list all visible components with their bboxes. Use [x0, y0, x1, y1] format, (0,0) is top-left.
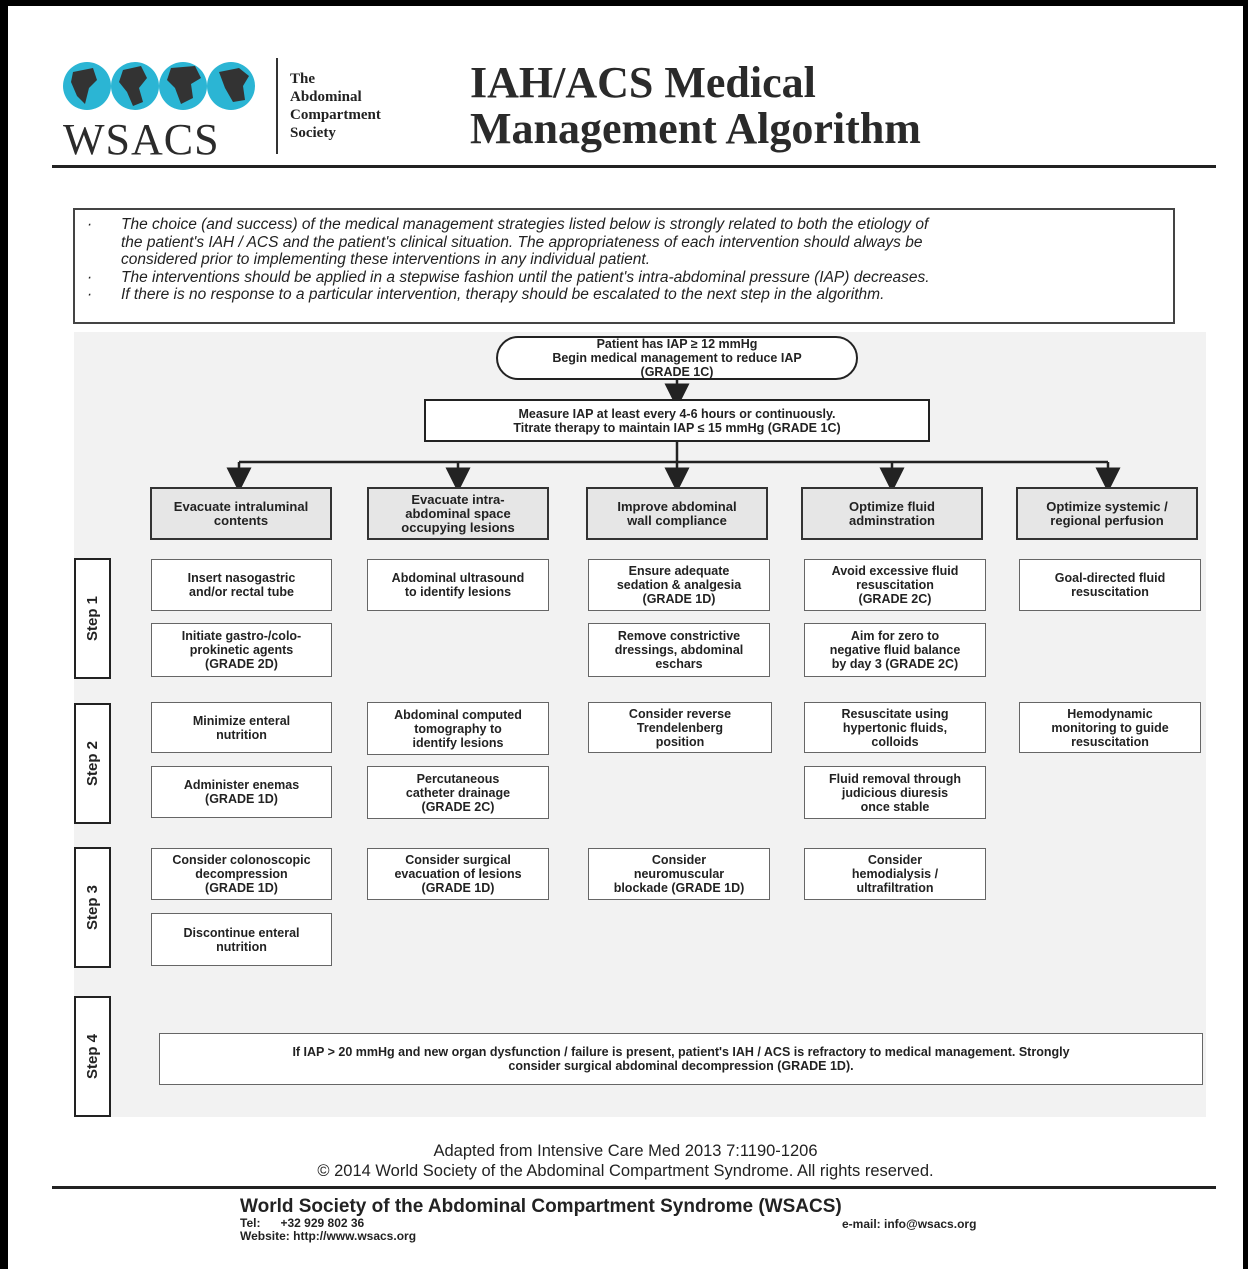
step1-avoid-fluid-box: Avoid excessive fluid resuscitation (GRA… — [804, 559, 986, 611]
copyright-notice: © 2014 World Society of the Abdominal Co… — [317, 1162, 934, 1180]
step3-colonoscopic-box: Consider colonoscopic decompression (GRA… — [151, 848, 332, 900]
step3-hemodialysis-box: Consider hemodialysis / ultrafiltration — [804, 848, 986, 900]
step3-discontinue-enteral-box: Discontinue enteral nutrition — [151, 913, 332, 966]
step1-goal-directed-box: Goal-directed fluid resuscitation — [1019, 559, 1201, 611]
contact-details: Tel: +32 929 802 36 Website: http://www.… — [240, 1216, 417, 1243]
step2-hypertonic-box: Resuscitate using hypertonic fluids, col… — [804, 702, 986, 753]
step4-refractory-box: If IAP > 20 mmHg and new organ dysfuncti… — [159, 1033, 1203, 1085]
step1-sedation-box: Ensure adequate sedation & analgesia (GR… — [588, 559, 770, 611]
column-header-perfusion: Optimize systemic / regional perfusion — [1016, 487, 1198, 540]
email-link[interactable]: e-mail: info@wsacs.org — [842, 1217, 977, 1231]
step-2-label: Step 2 — [74, 703, 111, 824]
algorithm-page: WSACS The Abdominal Compartment Society … — [8, 6, 1243, 1269]
intro-notes: ·The choice (and success) of the medical… — [73, 208, 1175, 324]
logo-society-name: The Abdominal Compartment Society — [290, 71, 381, 141]
column-header-space-occupying: Evacuate intra- abdominal space occupyin… — [367, 487, 549, 540]
step2-diuresis-box: Fluid removal through judicious diuresis… — [804, 766, 986, 819]
step1-fluid-balance-box: Aim for zero to negative fluid balance b… — [804, 623, 986, 677]
column-header-fluid: Optimize fluid adminstration — [801, 487, 983, 540]
step-3-label: Step 3 — [74, 847, 111, 968]
organization-name: World Society of the Abdominal Compartme… — [240, 1196, 842, 1217]
logo-abbrev: WSACS — [63, 115, 220, 164]
step3-neuromuscular-box: Consider neuromuscular blockade (GRADE 1… — [588, 848, 770, 900]
step2-drainage-box: Percutaneous catheter drainage (GRADE 2C… — [367, 766, 549, 819]
logo-divider — [276, 58, 278, 154]
measure-iap-box: Measure IAP at least every 4-6 hours or … — [424, 399, 930, 442]
step2-enteral-box: Minimize enteral nutrition — [151, 702, 332, 753]
step3-surgical-evacuation-box: Consider surgical evacuation of lesions … — [367, 848, 549, 900]
globe-logo-icon — [63, 62, 255, 110]
page-title: IAH/ACS Medical Management Algorithm — [470, 58, 921, 153]
step2-ct-box: Abdominal computed tomography to identif… — [367, 702, 549, 755]
source-citation: Adapted from Intensive Care Med 2013 7:1… — [433, 1142, 818, 1160]
step2-enemas-box: Administer enemas (GRADE 1D) — [151, 766, 332, 818]
step1-dressings-box: Remove constrictive dressings, abdominal… — [588, 623, 770, 677]
footer-rule — [52, 1186, 1216, 1189]
column-header-intraluminal: Evacuate intraluminal contents — [150, 487, 332, 540]
column-header-wall-compliance: Improve abdominal wall compliance — [586, 487, 768, 540]
header-rule — [52, 165, 1216, 168]
start-oval: Patient has IAP ≥ 12 mmHg Begin medical … — [496, 336, 858, 380]
website-link[interactable]: Website: http://www.wsacs.org — [240, 1229, 417, 1243]
step1-prokinetic-box: Initiate gastro-/colo- prokinetic agents… — [151, 623, 332, 677]
step-4-label: Step 4 — [74, 996, 111, 1117]
step2-trendelenberg-box: Consider reverse Trendelenberg position — [588, 702, 772, 753]
step2-hemodynamic-box: Hemodynamic monitoring to guide resuscit… — [1019, 702, 1201, 753]
flow-connectors — [226, 380, 1121, 493]
step1-nasogastric-box: Insert nasogastric and/or rectal tube — [151, 559, 332, 611]
step-1-label: Step 1 — [74, 558, 111, 679]
step1-ultrasound-box: Abdominal ultrasound to identify lesions — [367, 559, 549, 611]
